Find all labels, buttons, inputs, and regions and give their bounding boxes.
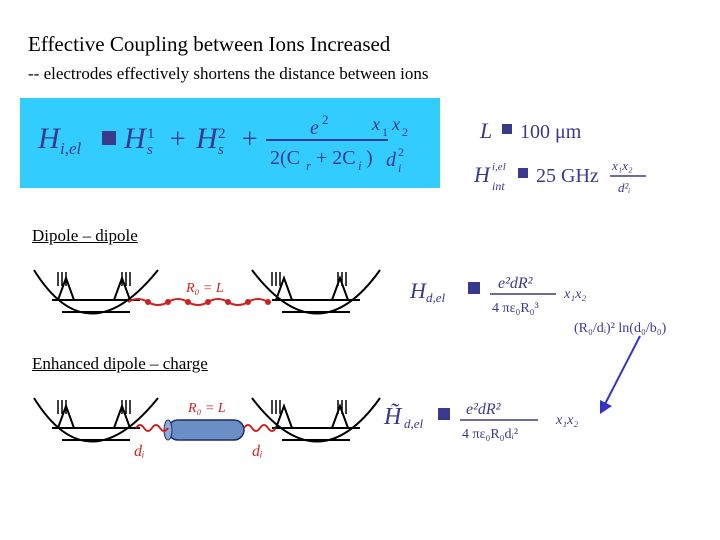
- r0-label-bottom: R₀ = L: [187, 401, 226, 416]
- enhanced-trap-diagram: R₀ = L dᵢ dᵢ: [33, 397, 381, 460]
- svg-text:2(C: 2(C: [270, 147, 300, 169]
- svg-text:d,el: d,el: [426, 290, 446, 305]
- electrode-cylinder: [167, 419, 245, 441]
- svg-text:100 μm: 100 μm: [520, 121, 582, 143]
- svg-text:1: 1: [147, 126, 155, 142]
- d-label-right: dᵢ: [252, 443, 263, 460]
- svg-text:2: 2: [398, 145, 404, 159]
- svg-text:e²dR²: e²dR²: [498, 275, 534, 292]
- svg-text:L: L: [479, 118, 492, 143]
- svg-text:+: +: [240, 124, 259, 155]
- enhanced-hamiltonian: H̃ d,el e²dR² 4 πε₀R₀dᵢ² x₁x₂: [383, 401, 578, 442]
- transition-arrow: [600, 335, 641, 414]
- svg-text:+ 2C: + 2C: [316, 147, 356, 169]
- svg-text:d: d: [386, 149, 397, 171]
- svg-text:s: s: [147, 142, 153, 158]
- svg-text:4 πε₀R₀³: 4 πε₀R₀³: [492, 301, 539, 316]
- svg-text:+: +: [168, 124, 187, 155]
- svg-text:d,el: d,el: [404, 416, 424, 431]
- svg-text:d²ᵢ: d²ᵢ: [618, 180, 630, 195]
- svg-text:4 πε₀R₀dᵢ²: 4 πε₀R₀dᵢ²: [462, 427, 518, 442]
- slide-subtitle: -- electrodes effectively shortens the d…: [28, 64, 429, 83]
- svg-text:x: x: [371, 114, 380, 134]
- svg-text:H: H: [473, 162, 491, 187]
- enhanced-section-label: Enhanced dipole – charge: [32, 354, 208, 373]
- svg-text:i: i: [398, 161, 401, 175]
- svg-text:H: H: [195, 122, 220, 155]
- svg-text:r: r: [306, 158, 312, 173]
- svg-text:e²dR²: e²dR²: [466, 401, 502, 418]
- svg-text:(R₀/dᵢ)² ln(d₀/b₀): (R₀/dᵢ)² ln(d₀/b₀): [574, 321, 667, 336]
- hamiltonian-box: H i,el H 1 s + H 2 s + e 2 2(C r + 2C i …: [20, 98, 440, 188]
- svg-text:1: 1: [382, 125, 388, 139]
- hamiltonian-equation: H i,el H 1 s + H 2 s + e 2 2(C r + 2C i …: [37, 112, 408, 175]
- svg-text:H̃: H̃: [383, 403, 403, 430]
- svg-text:H: H: [123, 122, 148, 155]
- slide-title: Effective Coupling between Ions Increase…: [28, 32, 391, 56]
- svg-text:e: e: [310, 117, 319, 139]
- svg-text:2: 2: [322, 112, 329, 127]
- svg-text:x₁x₂: x₁x₂: [563, 287, 586, 302]
- svg-text:x: x: [391, 114, 400, 134]
- d-label-left: dᵢ: [134, 443, 145, 460]
- svg-text:2: 2: [402, 125, 408, 139]
- svg-text:H: H: [409, 278, 427, 303]
- h-int-value: 25 GHz: [536, 165, 599, 187]
- svg-text:i,el: i,el: [492, 161, 506, 173]
- svg-text:i: i: [358, 158, 362, 173]
- svg-text:H: H: [37, 122, 62, 155]
- svg-text:s: s: [218, 142, 224, 158]
- dipole-trap-diagram: R₀ = L: [33, 269, 381, 315]
- svg-text:i,el: i,el: [60, 139, 82, 158]
- svg-text:x₁x₂: x₁x₂: [611, 158, 633, 173]
- svg-text:x₁x₂: x₁x₂: [555, 413, 578, 428]
- dipole-section-label: Dipole – dipole: [32, 226, 138, 245]
- dipole-hamiltonian: H d,el e²dR² 4 πε₀R₀³ x₁x₂ (R₀/dᵢ)² ln(d…: [409, 275, 667, 336]
- svg-text:2: 2: [218, 126, 226, 142]
- svg-text:int: int: [492, 179, 505, 193]
- coupling-estimate: L 100 μm H i,el int 25 GHz x₁x₂ d²ᵢ: [473, 118, 646, 195]
- r0-label-top: R₀ = L: [185, 281, 224, 296]
- svg-text:): ): [366, 147, 373, 169]
